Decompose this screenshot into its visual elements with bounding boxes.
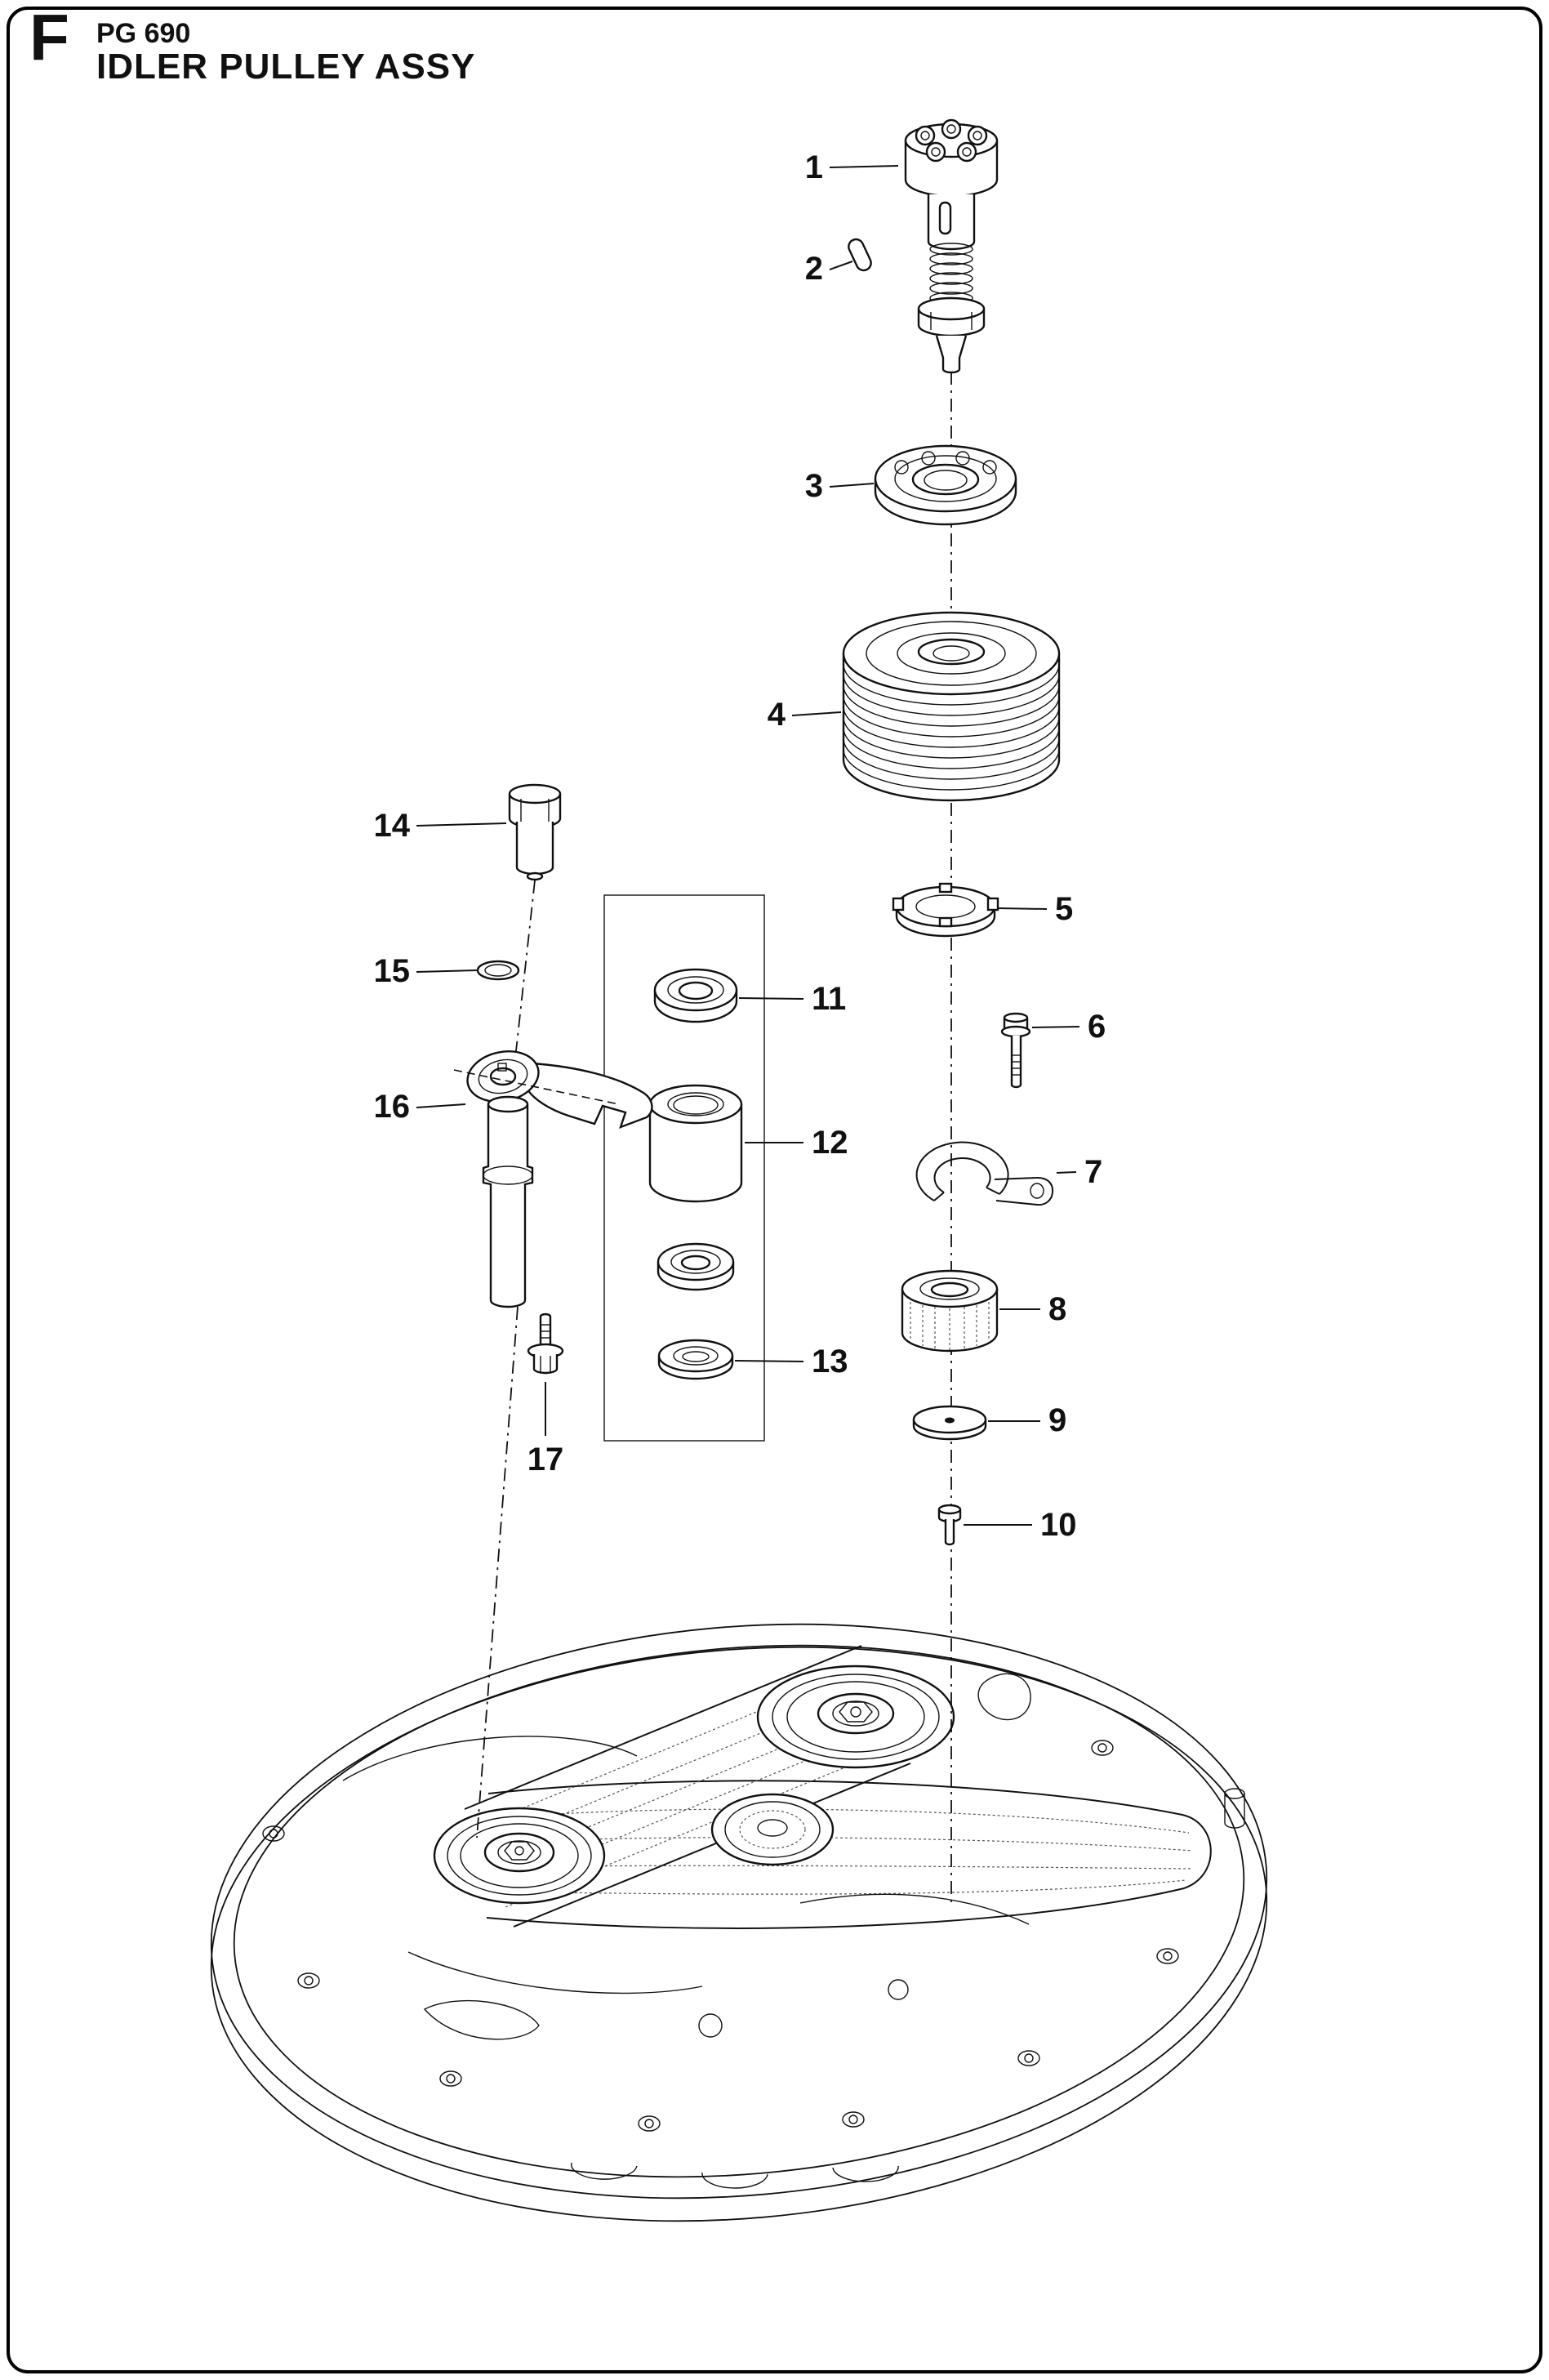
callout-11: 11 (812, 981, 846, 1017)
deck-pulley-top (756, 1665, 955, 1769)
model-number: PG 690 (96, 18, 191, 49)
section-letter: F (29, 1, 69, 74)
callout-2: 2 (805, 251, 823, 287)
part-5-drawing (892, 882, 999, 938)
part-14-drawing (508, 783, 562, 881)
part-8-drawing (901, 1269, 999, 1353)
part-9-drawing (912, 1405, 987, 1441)
part-13-drawing (657, 1339, 734, 1380)
part-16-drawing (453, 1050, 653, 1308)
part-15-drawing (476, 960, 520, 981)
callout-9: 9 (1048, 1402, 1066, 1438)
front-belt (486, 1780, 1212, 1929)
deck-details (262, 1673, 1245, 2189)
callout-12: 12 (812, 1125, 848, 1161)
part-11-drawing (653, 968, 738, 1023)
callout-4: 4 (768, 697, 786, 733)
callout-3: 3 (805, 468, 823, 504)
callout-6: 6 (1088, 1009, 1106, 1045)
callout-13: 13 (812, 1344, 848, 1379)
deck-idler-pulley (710, 1793, 835, 1866)
part-12-drawing (648, 1084, 743, 1203)
part-17-drawing (527, 1313, 564, 1375)
callout-8: 8 (1048, 1291, 1066, 1327)
deck-pulley-left (433, 1807, 606, 1905)
group-box-11-13 (603, 894, 765, 1442)
callout-10: 10 (1040, 1507, 1077, 1543)
rear-belt (464, 1645, 911, 1928)
part-6-drawing (1000, 1012, 1031, 1089)
callout-15: 15 (374, 953, 411, 989)
callout-17: 17 (527, 1442, 564, 1477)
machine-deck-drawing (210, 1623, 1268, 2222)
bearing-above-part-13-drawing (657, 1242, 735, 1291)
part-10-drawing (937, 1504, 962, 1546)
part-2-drawing (848, 238, 872, 272)
page-title: IDLER PULLEY ASSY (96, 47, 476, 87)
part-7-drawing (915, 1141, 1054, 1206)
callout-16: 16 (374, 1089, 411, 1125)
part-3-drawing (874, 444, 1017, 526)
part-4-drawing (842, 611, 1061, 802)
callout-7: 7 (1084, 1154, 1102, 1190)
leader-lines (416, 165, 1080, 1526)
callout-1: 1 (805, 149, 823, 185)
part-1-drawing (904, 118, 999, 374)
callout-5: 5 (1055, 891, 1073, 927)
callout-14: 14 (374, 808, 411, 844)
callout-labels: 1 2 3 4 5 6 7 8 9 10 11 12 13 14 15 16 1… (374, 149, 1106, 1543)
